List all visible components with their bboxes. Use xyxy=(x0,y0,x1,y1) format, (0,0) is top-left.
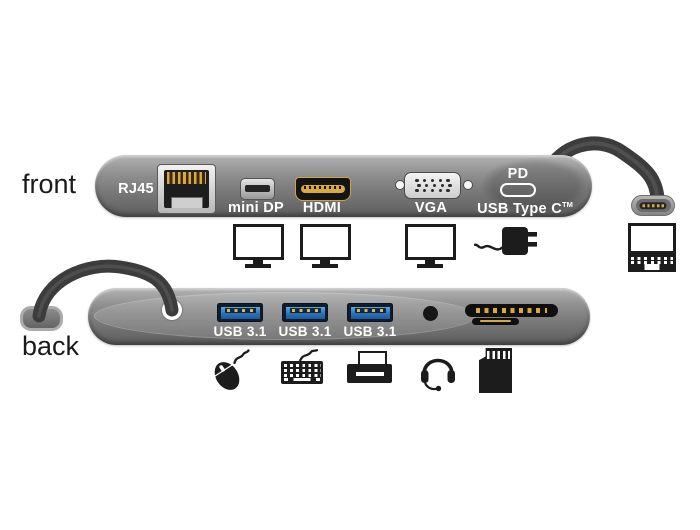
hdmi-slot xyxy=(301,184,345,193)
usb-3-1-port xyxy=(217,303,263,322)
mini-dp-port xyxy=(240,178,275,200)
power-adapter-icon xyxy=(474,227,537,255)
usb-type-c-label: USB Type CTM xyxy=(477,200,573,217)
usb-c-port xyxy=(500,183,536,197)
rj45-port-label: RJ45 xyxy=(118,181,154,197)
pd-label: PD xyxy=(507,166,529,182)
vga-port-label: VGA xyxy=(414,200,448,216)
usb-c-plug-side-view xyxy=(20,306,63,331)
usb-c-plug-inner xyxy=(635,199,671,212)
back-view-label: back xyxy=(22,331,80,361)
sd-card-slot xyxy=(465,304,558,317)
usb-3-1-port xyxy=(347,303,393,322)
rj45-gold-pins xyxy=(167,172,206,184)
back-dock-device: USB 3.1 USB 3.1 USB 3.1 xyxy=(88,288,590,345)
vga-port xyxy=(404,172,461,199)
trademark-symbol: TM xyxy=(562,200,573,209)
usb-c-plug xyxy=(631,195,675,216)
vga-pin-row xyxy=(405,188,460,193)
vga-pin-row xyxy=(405,178,460,183)
rj45-clip-tab xyxy=(170,197,203,208)
vga-pin-row xyxy=(409,183,460,188)
usb-gold-contacts xyxy=(226,309,254,312)
micro-sd-contacts xyxy=(480,319,511,323)
usb-c-plug-pins xyxy=(642,203,664,207)
rj45-opening xyxy=(164,170,209,208)
audio-jack-port xyxy=(423,306,438,321)
vga-screw-right xyxy=(463,180,473,190)
usb-3-1-label: USB 3.1 xyxy=(278,324,332,339)
mini-dp-slot xyxy=(245,185,270,192)
usb-gold-contacts xyxy=(291,309,319,312)
hdmi-contacts xyxy=(304,185,342,189)
usb-3-1-label: USB 3.1 xyxy=(343,324,397,339)
front-view-label: front xyxy=(22,169,77,199)
usb-3-1-label: USB 3.1 xyxy=(213,324,267,339)
memory-card-icon xyxy=(479,348,512,393)
usb-c-plug-slot xyxy=(639,201,667,210)
hdmi-port-label: HDMI xyxy=(302,200,342,216)
cable-exit-hole xyxy=(162,300,182,320)
hdmi-port xyxy=(295,177,351,201)
rj45-port xyxy=(157,164,216,214)
usb-3-1-port xyxy=(282,303,328,322)
micro-sd-card-slot xyxy=(472,317,519,325)
headset-icon xyxy=(421,358,455,392)
front-dock-device: RJ45 mini DP HDMI xyxy=(95,155,592,217)
mouse-icon xyxy=(214,349,250,390)
mini-dp-port-label: mini DP xyxy=(227,200,285,216)
sd-slot-contacts xyxy=(476,308,547,313)
usb-gold-contacts xyxy=(356,309,384,312)
